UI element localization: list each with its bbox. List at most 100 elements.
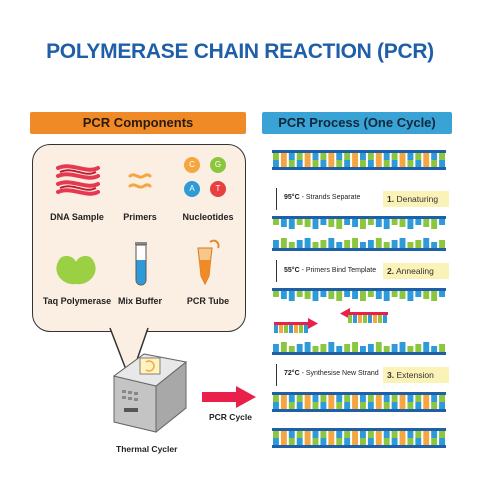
- extension-dna-2-base: [273, 438, 279, 445]
- extension-dna-1-base: [328, 402, 335, 409]
- pcr-tube-icon: [197, 239, 220, 286]
- extension-dna-2-base: [296, 431, 303, 438]
- primer-base: [348, 315, 352, 323]
- denatured-bottom-base: [367, 240, 374, 248]
- component-label-dna: DNA Sample: [50, 212, 104, 222]
- initial-dna-base: [367, 153, 374, 160]
- extension-dna-1-backbone-top: [272, 392, 446, 395]
- denatured-top-base: [320, 219, 327, 225]
- denatured-bottom-base: [280, 238, 287, 248]
- denatured-top-base: [304, 219, 311, 227]
- primer-base: [368, 315, 372, 323]
- extension-dna-2-base: [439, 438, 445, 445]
- primer-base: [353, 315, 357, 323]
- initial-dna-base: [280, 160, 287, 167]
- extension-dna-1-base: [383, 395, 390, 402]
- denatured-top-backbone: [272, 216, 446, 219]
- extension-dna-1-base: [391, 402, 398, 409]
- primer-base: [279, 325, 283, 333]
- denatured-bottom-base: [352, 238, 358, 248]
- dna-icon: [56, 164, 100, 196]
- initial-dna-base: [352, 160, 358, 167]
- annealing-top-base: [328, 291, 335, 299]
- denatured-bottom-base: [296, 240, 303, 248]
- extension-dna-1-base: [431, 395, 438, 402]
- denatured-bottom-base: [360, 242, 366, 248]
- initial-dna-base: [288, 153, 295, 160]
- annealing-bottom-base: [288, 346, 295, 352]
- denatured-top-base: [288, 219, 295, 229]
- initial-dna-base: [273, 153, 279, 160]
- step-2-text: 55°C - Primers Bind Template: [284, 267, 377, 274]
- annealing-bottom-base: [367, 344, 374, 352]
- initial-dna-base: [375, 160, 382, 167]
- denatured-bottom-base: [288, 242, 295, 248]
- initial-dna-base: [328, 160, 335, 167]
- annealing-top-base: [399, 291, 406, 299]
- extension-dna-1-base: [439, 402, 445, 409]
- denatured-bottom-base: [336, 242, 343, 248]
- denatured-top-base: [399, 219, 406, 227]
- denatured-bottom-base: [439, 240, 445, 248]
- extension-dna-2-base: [423, 438, 430, 445]
- denatured-bottom-base: [312, 242, 319, 248]
- step-2-tag: 2. Annealing: [383, 263, 449, 279]
- denatured-bottom-base: [320, 240, 327, 248]
- extension-dna-2-base: [431, 431, 438, 438]
- extension-dna-2-base: [328, 438, 335, 445]
- primer-base: [373, 315, 377, 323]
- annealing-bottom-base: [423, 342, 430, 352]
- initial-dna-base: [431, 160, 438, 167]
- thermal-cycler-icon: [112, 353, 188, 434]
- extension-dna-2-base: [320, 438, 327, 445]
- annealing-bottom-base: [320, 344, 327, 352]
- extension-dna-1-base: [407, 402, 414, 409]
- components-heading: PCR Components: [30, 112, 246, 134]
- extension-dna-1-base: [280, 395, 287, 402]
- extension-dna-1-base: [407, 395, 414, 402]
- extension-dna-2-base: [352, 431, 358, 438]
- initial-dna-base: [360, 160, 366, 167]
- test-tube-icon: [135, 242, 147, 286]
- extension-dna-2-base: [288, 438, 295, 445]
- extension-dna-1-base: [280, 402, 287, 409]
- denatured-bottom-base: [344, 240, 351, 248]
- annealing-top-base: [336, 291, 343, 301]
- denatured-bottom-base: [304, 238, 311, 248]
- extension-dna-1-base: [423, 395, 430, 402]
- extension-dna-2-base: [352, 438, 358, 445]
- initial-dna-base: [391, 160, 398, 167]
- annealing-top-base: [288, 291, 295, 301]
- extension-dna-1-base: [352, 402, 358, 409]
- extension-dna-2-base: [288, 431, 295, 438]
- annealing-top-base: [423, 291, 430, 299]
- annealing-bottom-base: [296, 344, 303, 352]
- extension-dna-2-base: [407, 431, 414, 438]
- extension-dna-2-base: [360, 431, 366, 438]
- extension-dna-1-base: [320, 402, 327, 409]
- denatured-bottom-base: [399, 238, 406, 248]
- extension-dna-1-base: [336, 402, 343, 409]
- extension-dna-1-base: [304, 402, 311, 409]
- annealing-bottom-base: [312, 346, 319, 352]
- annealing-top-base: [375, 291, 382, 299]
- annealing-top-base: [383, 291, 390, 301]
- extension-dna-2-base: [439, 431, 445, 438]
- annealing-bottom-base: [352, 342, 358, 352]
- denatured-top-base: [415, 219, 422, 225]
- extension-dna-2-base: [280, 438, 287, 445]
- denatured-top-base: [280, 219, 287, 227]
- primer-base: [299, 325, 303, 333]
- extension-dna-1-base: [320, 395, 327, 402]
- extension-dna-2-base: [423, 431, 430, 438]
- extension-dna-1-base: [328, 395, 335, 402]
- annealing-bottom-base: [399, 342, 406, 352]
- initial-dna-base: [288, 160, 295, 167]
- extension-dna-1-base: [415, 395, 422, 402]
- extension-dna-1-base: [344, 402, 351, 409]
- denatured-bottom-base: [407, 242, 414, 248]
- initial-dna-base: [399, 160, 406, 167]
- denatured-top-base: [312, 219, 319, 229]
- denatured-bottom-base: [415, 240, 422, 248]
